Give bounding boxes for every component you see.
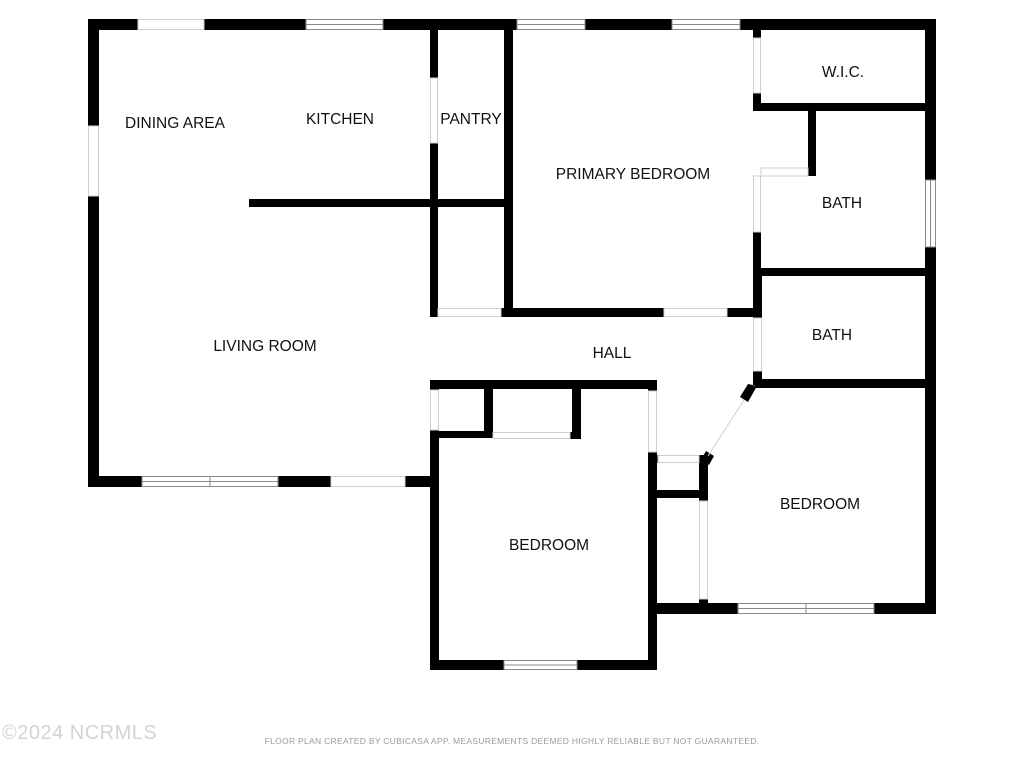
opening-living-bottom <box>330 476 406 487</box>
opening-bath-door <box>753 175 761 233</box>
opening-dining-left <box>88 125 99 197</box>
wall-bed1-top <box>430 380 657 389</box>
wall-left-1 <box>88 19 99 126</box>
wall-pantry-right <box>504 30 513 317</box>
window-bottom-living <box>141 476 279 487</box>
wall-kitchen-counter <box>249 199 507 207</box>
wall-bed1-right-2 <box>648 452 657 670</box>
room-label-bath-primary: BATH <box>822 195 862 212</box>
window-top-primary-2 <box>671 19 741 30</box>
wall-bed2-bottom-1 <box>650 603 738 614</box>
wall-bottom-1 <box>88 476 142 487</box>
window-top-kitchen <box>305 19 384 30</box>
walls <box>88 19 936 670</box>
wall-wic-bottom <box>753 103 936 111</box>
wall-bath2-left-1 <box>753 270 762 318</box>
floor-plan-disclaimer: FLOOR PLAN CREATED BY CUBICASA APP. MEAS… <box>264 736 760 746</box>
wall-pantry-left-2 <box>430 143 438 317</box>
windows <box>141 19 936 670</box>
wall-primary-right-2 <box>753 93 761 107</box>
opening-wic-door <box>753 37 761 94</box>
window-bottom-bedroom-front <box>503 660 578 670</box>
wall-closet-top <box>650 455 658 463</box>
wall-bed1-left-1 <box>430 380 439 390</box>
wall-closet-bottom <box>652 490 708 498</box>
room-label-bedroom-front: BEDROOM <box>509 537 589 554</box>
room-label-wic: W.I.C. <box>822 64 864 81</box>
room-label-pantry: PANTRY <box>440 111 501 128</box>
wall-bed1-right-1 <box>648 380 657 391</box>
room-label-primary-bedroom: PRIMARY BEDROOM <box>556 166 710 183</box>
wall-right-2 <box>925 247 936 614</box>
window-bottom-bedroom-right <box>737 603 875 614</box>
opening-bed2-left <box>699 500 708 600</box>
opening-linen-door <box>430 389 439 431</box>
wall-bath2-left-2 <box>753 371 762 385</box>
wall-bottom-2 <box>278 476 331 487</box>
wall-bed1-bottom-2 <box>577 660 657 670</box>
window-top-primary-1 <box>516 19 586 30</box>
wall-bottom-3 <box>405 476 438 487</box>
openings <box>88 19 809 600</box>
wall-bed1-closet-bottom <box>570 432 581 439</box>
wall-primary-bottom-2 <box>727 308 762 317</box>
opening-closet-door <box>657 455 700 463</box>
wall-bed1-closet-right <box>572 380 581 438</box>
wall-bed1-closet-left <box>484 380 493 438</box>
wall-closet-right <box>699 455 708 501</box>
opening-dining-top <box>137 19 205 30</box>
opening-bed1-door <box>648 390 657 453</box>
window-right-bath <box>925 179 936 248</box>
opening-pantry-bottom <box>437 308 502 317</box>
opening-bath-closet <box>760 167 809 177</box>
wall-left-2 <box>88 196 99 487</box>
room-label-living-room: LIVING ROOM <box>213 338 316 355</box>
wall-top-4 <box>585 19 672 30</box>
wall-top-3 <box>383 19 517 30</box>
wall-bed2-bottom-2 <box>874 603 936 614</box>
room-labels: DINING AREA KITCHEN PANTRY PRIMARY BEDRO… <box>125 64 864 554</box>
room-label-bath-hall: BATH <box>812 327 852 344</box>
room-label-bedroom-right: BEDROOM <box>780 496 860 513</box>
opening-bed2-door-diagonal <box>707 399 745 457</box>
wall-primary-bottom-1 <box>504 308 664 317</box>
copyright-watermark: ©2024 NCRMLS <box>2 722 158 744</box>
wall-bath-closet <box>808 107 816 176</box>
opening-bed1-closet <box>492 432 571 439</box>
wall-diagonal-1 <box>740 384 757 402</box>
wall-top-1 <box>88 19 138 30</box>
wall-bed1-linen-bottom <box>430 431 490 438</box>
room-label-kitchen: KITCHEN <box>306 111 374 128</box>
wall-bed1-left-2 <box>430 430 439 670</box>
wall-bath-mid <box>756 268 936 276</box>
wall-top-5 <box>740 19 936 30</box>
wall-top-2 <box>204 19 306 30</box>
wall-pantry-left-1 <box>430 30 438 78</box>
room-label-dining-area: DINING AREA <box>125 115 226 132</box>
wall-bed1-bottom-1 <box>430 660 504 670</box>
wall-primary-right-1 <box>753 30 761 38</box>
opening-pantry <box>430 77 438 144</box>
room-label-hall: HALL <box>593 345 632 362</box>
opening-bath2-door <box>753 317 762 372</box>
wall-bath2-bottom <box>755 379 936 388</box>
opening-primary-door <box>663 308 728 317</box>
wall-right-1 <box>925 19 936 180</box>
